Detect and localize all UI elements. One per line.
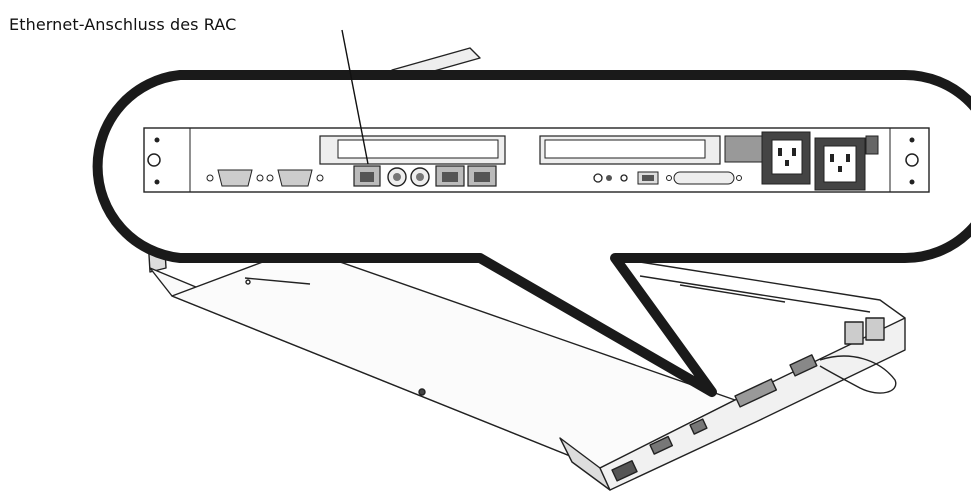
ps2-port: [387, 167, 430, 187]
server-chassis: [147, 47, 906, 491]
magnified-callout: [92, 70, 971, 397]
serial-connector: [206, 169, 264, 187]
callout-label-rac-ethernet: Ethernet-Anschluss des RAC: [9, 15, 237, 34]
power-supply-connectors: [724, 131, 879, 191]
video-connector: [266, 169, 324, 187]
callout-leader-line: [341, 29, 369, 165]
nic-ports: [435, 165, 497, 187]
rac-ethernet-port: [353, 165, 381, 187]
